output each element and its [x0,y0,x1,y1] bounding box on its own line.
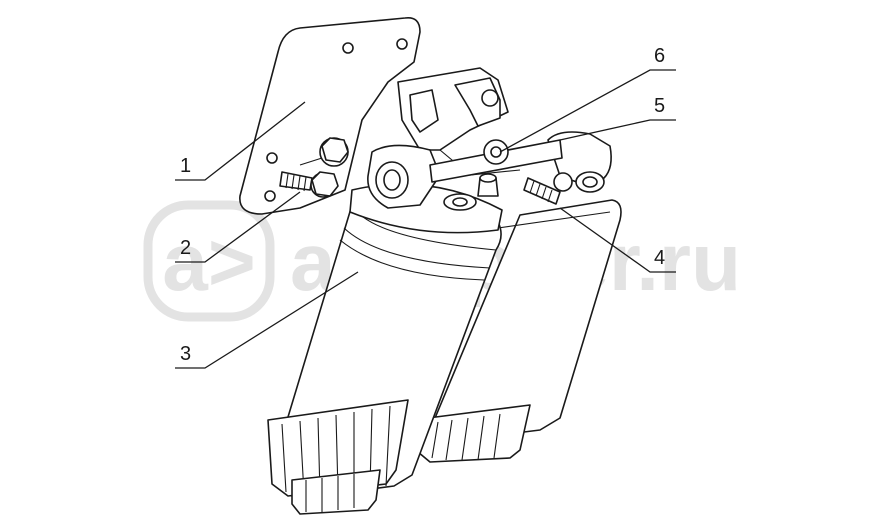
leader-4 [559,207,676,273]
callout-3: 3 [180,343,191,365]
plate-hole [264,190,276,202]
leader-lines [175,69,676,369]
callout-2: 2 [180,237,191,259]
leader-3 [175,271,359,369]
bolt-lower [279,171,339,198]
plate-hole [342,42,354,54]
bolt-upper [299,137,349,167]
watermark-logo-frame [143,200,275,322]
fuel-filter-right [417,131,622,463]
plate-hole [266,152,278,164]
filter-bracket [397,67,521,176]
bleed-screw [523,172,573,205]
banjo-washer [429,139,563,183]
callout-5: 5 [654,95,665,117]
leader-2 [175,191,301,263]
leader-1 [175,101,306,181]
callout-4: 4 [654,247,665,269]
fuel-filter-left [267,144,503,515]
mounting-plate [239,16,421,215]
leader-5 [559,119,676,141]
leader-6 [499,69,676,153]
plate-hole [396,38,408,50]
callout-6: 6 [654,45,665,67]
callout-1: 1 [180,155,191,177]
callouts: 1 2 3 4 5 6 [180,45,665,365]
